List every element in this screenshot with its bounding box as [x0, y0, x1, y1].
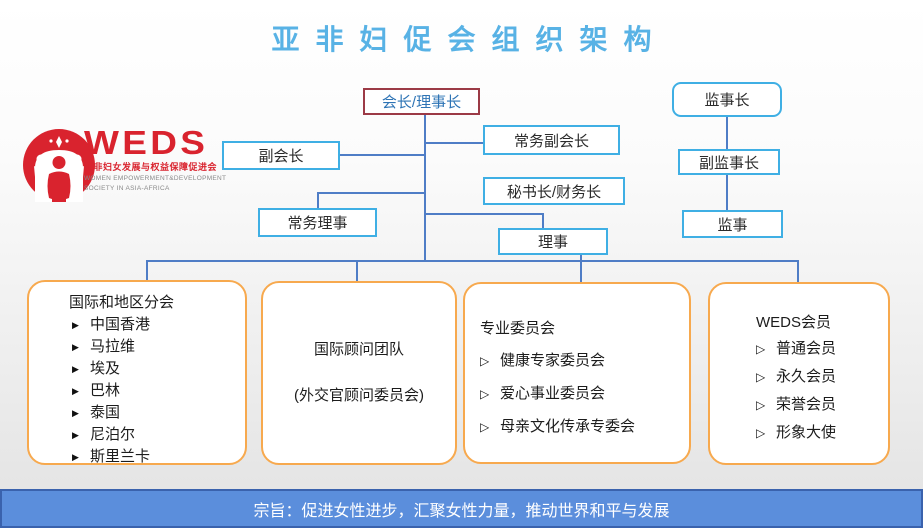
list-item-label: 永久会员 [776, 368, 837, 385]
list-item: ▷ 形象大使 [756, 422, 888, 444]
group-item-list: ▶ 中国香港 ▶ 马拉维 ▶ 埃及 ▶ 巴林 ▶ 泰国 ▶ 尼泊尔 ▶ 斯里兰卡 [69, 314, 245, 465]
logo-english-line2: SOCIETY IN ASIA-AFRICA [84, 185, 170, 192]
org-box-chief-supervisor: 监事长 [672, 82, 782, 117]
connector-group3-v [580, 255, 582, 285]
arrow-bullet-icon: ▶ [72, 452, 79, 462]
list-item: ▷ 普通会员 [756, 338, 888, 360]
list-item: ▷ 荣誉会员 [756, 394, 888, 416]
connector-trunk [424, 114, 426, 261]
weds-logo-icon [23, 129, 95, 202]
logo-chinese-name: 亚非妇女发展与权益保障促进会 [84, 162, 218, 172]
arrow-bullet-icon: ▷ [756, 426, 766, 440]
arrow-bullet-icon: ▶ [72, 342, 79, 352]
list-item: ▶ 尼泊尔 [69, 424, 245, 446]
arrow-bullet-icon: ▷ [756, 342, 766, 356]
connector-supervisor-v2 [726, 175, 728, 210]
list-item: ▶ 马拉维 [69, 336, 245, 358]
list-item: ▷ 母亲文化传承专委会 [480, 416, 689, 438]
connector-director-h [425, 213, 544, 215]
weds-logo-text: WEDS 亚非妇女发展与权益保障促进会 WOMEN EMPOWERMENT&DE… [84, 126, 227, 193]
connector-director-v [542, 213, 544, 229]
group-title: 专业委员会 [480, 320, 556, 337]
org-box-vice-chairman: 副会长 [222, 141, 340, 170]
org-box-director: 理事 [498, 228, 608, 255]
group-title: 国际顾问团队 [313, 341, 404, 358]
connector-exec-vice-chairman [425, 142, 483, 144]
org-box-exec-vice-chairman: 常务副会长 [483, 125, 620, 155]
list-item-label: 中国香港 [90, 316, 151, 333]
org-box-exec-director: 常务理事 [258, 208, 377, 237]
connector-group2-v [356, 260, 358, 282]
arrow-bullet-icon: ▶ [72, 364, 79, 374]
arrow-bullet-icon: ▶ [72, 430, 79, 440]
list-item: ▶ 埃及 [69, 358, 245, 380]
list-item-label: 斯里兰卡 [90, 448, 151, 465]
list-item: ▶ 巴林 [69, 380, 245, 402]
list-item: ▶ 斯里兰卡 [69, 446, 245, 465]
org-box-chairman: 会长/理事长 [363, 88, 480, 115]
list-item: ▷ 永久会员 [756, 366, 888, 388]
connector-groups-horizontal [146, 260, 799, 262]
arrow-bullet-icon: ▷ [480, 420, 490, 434]
list-item-label: 爱心事业委员会 [500, 385, 606, 402]
group-item-list: ▷ 健康专家委员会 ▷ 爱心事业委员会 ▷ 母亲文化传承专委会 [480, 350, 689, 438]
connector-vice-chairman [340, 154, 425, 156]
org-box-supervisor: 监事 [682, 210, 783, 238]
arrow-bullet-icon: ▶ [72, 320, 79, 330]
list-item: ▷ 爱心事业委员会 [480, 383, 689, 405]
list-item-label: 普通会员 [776, 340, 837, 357]
logo-english-line1: WOMEN EMPOWERMENT&DEVELOPMENT [84, 175, 227, 182]
list-item: ▶ 泰国 [69, 402, 245, 424]
footer-motto-text: 宗旨：促进女性进步，汇聚女性力量，推动世界和平与发展 [253, 502, 670, 520]
connector-group4-v [797, 260, 799, 284]
list-item-label: 荣誉会员 [776, 396, 837, 413]
list-item-label: 埃及 [90, 360, 121, 377]
list-item-label: 尼泊尔 [90, 426, 136, 443]
connector-exec-director-h [317, 192, 425, 194]
group-box-international-chapters: 国际和地区分会 ▶ 中国香港 ▶ 马拉维 ▶ 埃及 ▶ 巴林 ▶ 泰国 ▶ 尼泊尔 ▶ 斯里兰卡 [27, 280, 247, 465]
group-box-professional-committees: 专业委员会 ▷ 健康专家委员会 ▷ 爱心事业委员会 ▷ 母亲文化传承专委会 [463, 282, 691, 464]
list-item-label: 马拉维 [90, 338, 136, 355]
arrow-bullet-icon: ▶ [72, 408, 79, 418]
list-item: ▷ 健康专家委员会 [480, 350, 689, 372]
group-subtitle: (外交官顾问委员会) [294, 387, 424, 404]
list-item-label: 健康专家委员会 [500, 352, 606, 369]
group-box-weds-members: WEDS会员 ▷ 普通会员 ▷ 永久会员 ▷ 荣誉会员 ▷ 形象大使 [708, 282, 890, 465]
group-item-list: ▷ 普通会员 ▷ 永久会员 ▷ 荣誉会员 ▷ 形象大使 [756, 338, 888, 444]
list-item-label: 泰国 [90, 404, 121, 421]
arrow-bullet-icon: ▶ [72, 386, 79, 396]
list-item-label: 形象大使 [776, 424, 837, 441]
connector-group1-v [146, 260, 148, 281]
org-box-deputy-chief-supervisor: 副监事长 [678, 149, 780, 175]
group-title: WEDS会员 [756, 314, 832, 331]
list-item-label: 母亲文化传承专委会 [500, 418, 636, 435]
org-box-secretary-treasurer: 秘书长/财务长 [483, 177, 625, 205]
arrow-bullet-icon: ▷ [480, 387, 490, 401]
arrow-bullet-icon: ▷ [756, 398, 766, 412]
list-item: ▶ 中国香港 [69, 314, 245, 336]
connector-supervisor-v1 [726, 117, 728, 149]
arrow-bullet-icon: ▷ [756, 370, 766, 384]
arrow-bullet-icon: ▷ [480, 354, 490, 368]
logo-acronym: WEDS [84, 124, 209, 161]
group-box-international-advisors: 国际顾问团队 (外交官顾问委员会) [261, 281, 457, 465]
connector-exec-director-v [317, 192, 319, 209]
group-title: 国际和地区分会 [69, 294, 175, 311]
footer-motto-banner: 宗旨：促进女性进步，汇聚女性力量，推动世界和平与发展 [0, 489, 923, 528]
list-item-label: 巴林 [90, 382, 121, 399]
page-title: 亚非妇促会组织架构 [271, 24, 668, 55]
